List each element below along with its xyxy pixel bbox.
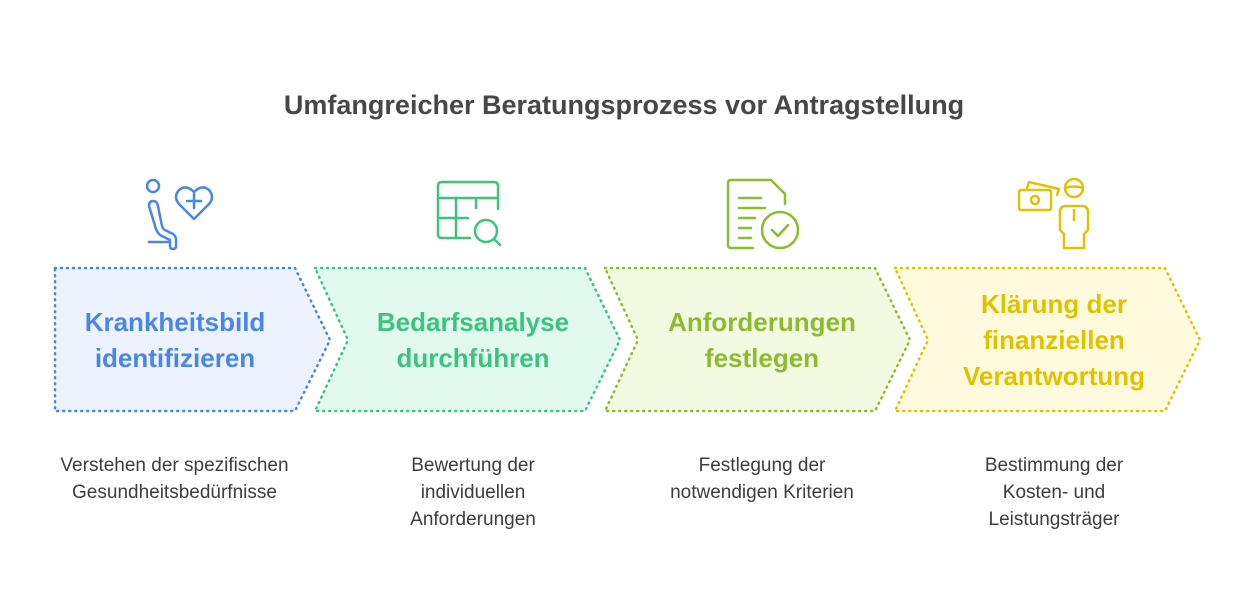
step-2-description: Bewertung der individuellen Anforderunge… bbox=[410, 455, 536, 530]
step-3-description: Festlegung der notwendigen Kriterien bbox=[670, 455, 854, 503]
diagram-title: Umfangreicher Beratungsprozess vor Antra… bbox=[283, 90, 965, 120]
step-1-label: Krankheitsbild identifizieren bbox=[84, 306, 266, 373]
step-4-label: Klärung der finanziellen Verantwortung bbox=[962, 288, 1145, 391]
table-search-icon bbox=[436, 180, 502, 247]
step-4-arrow bbox=[893, 266, 1202, 413]
patient-heart-icon bbox=[145, 178, 214, 251]
step-4-description: Bestimmung der Kosten- und Leistungsträg… bbox=[984, 455, 1124, 530]
step-1-description: Verstehen der spezifischen Gesundheitsbe… bbox=[60, 455, 289, 503]
step-1-arrow bbox=[53, 266, 332, 413]
document-check-icon bbox=[726, 178, 800, 250]
step-3-label: Anforderungen festlegen bbox=[668, 306, 856, 373]
step-3-arrow bbox=[603, 266, 912, 413]
step-2-arrow bbox=[313, 266, 622, 413]
step-2-label: Bedarfsanalyse durchführen bbox=[376, 306, 570, 373]
money-person-icon bbox=[1017, 177, 1090, 250]
